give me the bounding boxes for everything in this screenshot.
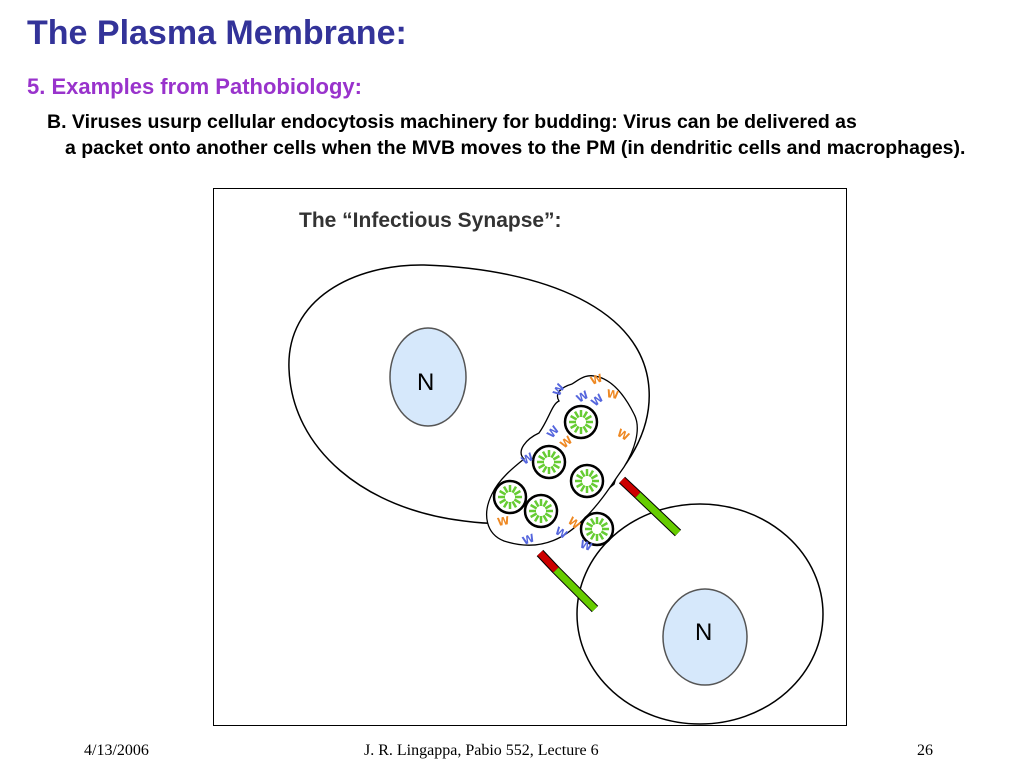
virus-particle [579, 511, 615, 547]
virus-core-spoke [550, 450, 557, 459]
virus-core-spoke [544, 512, 553, 519]
virus-core-spoke [582, 425, 589, 434]
receptor-upper-green-fill [635, 492, 681, 536]
glycoprotein-spike: W [574, 388, 591, 405]
receptor-upper-red-fill [619, 477, 641, 498]
virus-core-spoke [550, 465, 557, 474]
figure-title: The “Infectious Synapse”: [299, 209, 562, 232]
virus-core-spoke [600, 521, 609, 528]
body-text-line-1: B. Viruses usurp cellular endocytosis ma… [47, 111, 857, 133]
virus-core-spoke [533, 514, 540, 523]
virus-particle [492, 479, 528, 515]
virus-particle [523, 493, 559, 529]
virus-core-spoke [569, 414, 578, 421]
virus-core-spoke [589, 532, 596, 541]
virus-core-spoke [511, 485, 518, 494]
virus-core-spoke [588, 469, 595, 478]
footer-page-number: 26 [917, 742, 933, 759]
glycoprotein-spike: W [578, 538, 594, 554]
virus-core-spoke [590, 482, 599, 489]
virus-core-spoke [541, 450, 548, 459]
footer-date: 4/13/2006 [84, 742, 149, 759]
glycoprotein-spike: W [550, 381, 567, 398]
infected-cell-nucleus [389, 327, 467, 427]
virus-envelope [531, 444, 567, 480]
glycoprotein-spike: W [519, 450, 536, 467]
virus-core-spoke [537, 463, 546, 470]
glycoprotein-spike: W [496, 514, 510, 529]
virus-core-spoke [498, 498, 507, 505]
virus-core-spoke [600, 530, 609, 537]
virus-core-spoke [537, 454, 546, 461]
glycoprotein-spike: W [605, 387, 619, 402]
virus-core-spoke [579, 469, 586, 478]
virus-core-spoke [584, 423, 593, 430]
virus-core-spoke [502, 485, 509, 494]
glycoprotein-spike: W [521, 531, 537, 547]
glycoprotein-spike: W [589, 371, 605, 387]
virus-core-spoke [575, 473, 584, 480]
virus-envelope [523, 493, 559, 529]
virus-core-spoke [585, 530, 594, 537]
slide-title: The Plasma Membrane: [27, 14, 407, 52]
virus-core-spoke [498, 489, 507, 496]
virus-core-spoke [575, 482, 584, 489]
infected-cell-nucleus-label: N [417, 369, 434, 396]
virus-envelope [579, 511, 615, 547]
virus-core-spoke [533, 499, 540, 508]
virus-core-spoke [529, 503, 538, 510]
receptor-lower-green-fill [553, 567, 598, 612]
virus-core-spoke [588, 484, 595, 493]
body-text: B. Viruses usurp cellular endocytosis ma… [47, 109, 1012, 161]
virus-core-spoke [569, 423, 578, 430]
virus-core-spoke [573, 410, 580, 419]
virus-core-spoke [513, 498, 522, 505]
virus-core-spoke [589, 517, 596, 526]
virus-core-spoke [582, 410, 589, 419]
virus-core-spoke [590, 473, 599, 480]
target-cell-nucleus-label: N [695, 619, 712, 646]
virus-core-spoke [541, 465, 548, 474]
virus-core-spoke [552, 454, 561, 461]
slide-subtitle: 5. Examples from Pathobiology: [27, 74, 362, 99]
virus-envelope [492, 479, 528, 515]
footer-course: J. R. Lingappa, Pabio 552, Lecture 6 [364, 742, 599, 759]
virus-core-spoke [585, 521, 594, 528]
adhesion-receptor-upper [618, 476, 682, 537]
virus-particle [569, 463, 605, 499]
virus-core-spoke [573, 425, 580, 434]
target-cell-nucleus [662, 588, 748, 686]
virus-particles [492, 404, 615, 547]
virus-envelope [563, 404, 599, 440]
virus-core-spoke [598, 532, 605, 541]
virus-particle [563, 404, 599, 440]
virus-core-spoke [502, 500, 509, 509]
virus-core-spoke [544, 503, 553, 510]
virus-core-spoke [552, 463, 561, 470]
glycoprotein-spike: W [553, 524, 570, 541]
body-text-continuation: a packet onto another cells when the MVB… [65, 137, 966, 159]
glycoprotein-spike: W [615, 426, 632, 443]
virus-core-spoke [598, 517, 605, 526]
adhesion-receptor-lower [536, 549, 599, 613]
virus-core-spoke [529, 512, 538, 519]
virus-core-spoke [584, 414, 593, 421]
virus-envelope [569, 463, 605, 499]
virus-core-spoke [542, 514, 549, 523]
receptor-lower-red-fill [537, 550, 559, 573]
virus-core-spoke [513, 489, 522, 496]
virus-particle [531, 444, 567, 480]
virus-core-spoke [511, 500, 518, 509]
virus-core-spoke [542, 499, 549, 508]
virus-core-spoke [579, 484, 586, 493]
